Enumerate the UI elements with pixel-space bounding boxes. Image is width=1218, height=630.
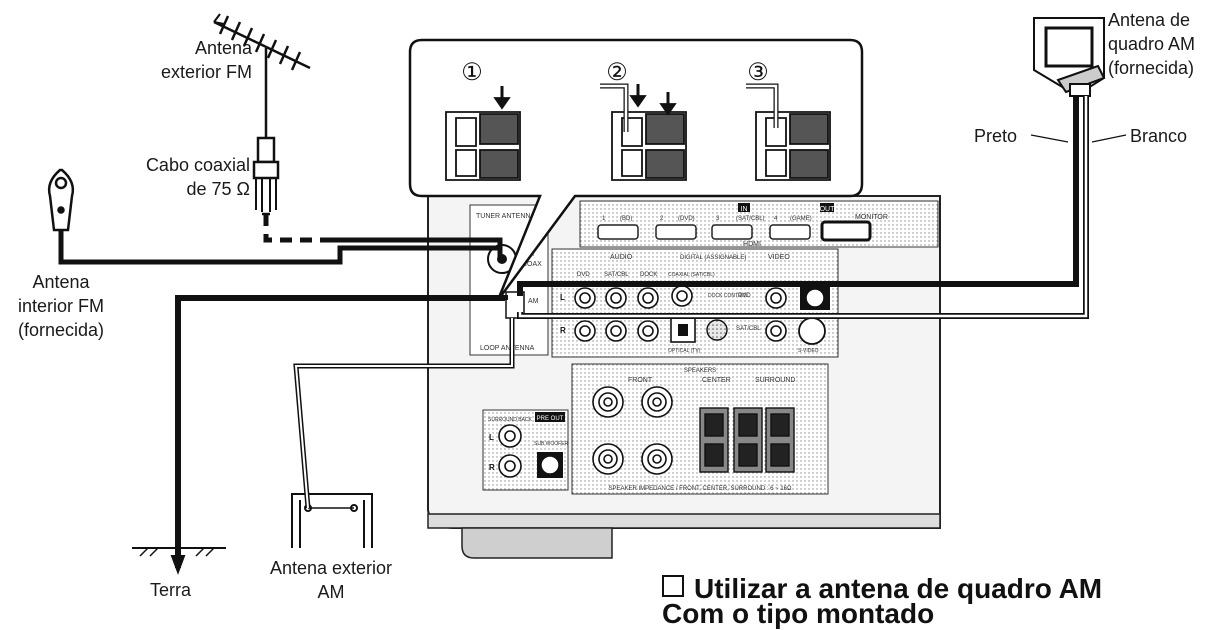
svg-text:SPEAKER IMPEDANCE / FRONT, CEN: SPEAKER IMPEDANCE / FRONT, CENTER, SURRO…	[608, 486, 792, 492]
receiver-rear-panel: IN OUT MONITOR 1 (BD) 2 (DVD) 3 (SAT/CBL…	[427, 195, 941, 559]
coax-cable-dashed	[263, 214, 330, 243]
svg-text:COAXIAL (SAT/CBL): COAXIAL (SAT/CBL)	[668, 272, 715, 278]
white-label-line	[1091, 134, 1127, 143]
svg-text:1: 1	[602, 216, 606, 222]
section-subheading: Com o tipo montado	[662, 598, 935, 629]
svg-text:PRE OUT: PRE OUT	[537, 416, 564, 422]
am-outdoor-antenna	[291, 318, 515, 548]
svg-text:IN: IN	[741, 206, 748, 213]
svg-text:HDMI: HDMI	[743, 241, 761, 248]
step-3-terminal	[746, 83, 831, 181]
svg-text:OUT: OUT	[820, 206, 836, 213]
svg-text:DVD: DVD	[738, 293, 751, 299]
svg-text:LOOP ANTENNA: LOOP ANTENNA	[480, 345, 535, 352]
hdmi-port-1	[597, 224, 639, 240]
diagram-canvas: IN OUT MONITOR 1 (BD) 2 (DVD) 3 (SAT/CBL…	[47, 13, 1127, 575]
svg-text:AUDIO: AUDIO	[610, 254, 633, 261]
front-speaker-terminals	[592, 386, 673, 475]
svg-text:DOCK CONTROL: DOCK CONTROL	[708, 293, 749, 299]
svg-text:CENTER: CENTER	[702, 377, 731, 384]
fm-outdoor-antenna	[213, 13, 311, 216]
svg-text:L: L	[489, 433, 494, 442]
am-loop-label: Antena de quadro AM (fornecida)	[1108, 10, 1196, 78]
section-heading: Utilizar a antena de quadro AM	[662, 572, 1102, 606]
svg-text:4: 4	[774, 216, 778, 222]
svg-text:SURROUND BACK: SURROUND BACK	[488, 417, 533, 423]
step-1-terminal	[445, 86, 521, 181]
fm-outdoor-label: Antena exterior FM	[160, 38, 252, 82]
svg-text:AM: AM	[528, 298, 539, 305]
svg-text:VIDEO: VIDEO	[768, 254, 790, 261]
white-wire	[518, 96, 1088, 318]
svg-text:SURROUND: SURROUND	[755, 377, 795, 384]
ground-label: Terra	[150, 580, 192, 600]
black-wire	[517, 96, 1079, 296]
svg-text:L: L	[560, 293, 565, 302]
svg-text:(GAME): (GAME)	[790, 216, 812, 222]
center-surround-terminals	[699, 407, 795, 473]
svg-text:DIGITAL (ASSIGNABLE): DIGITAL (ASSIGNABLE)	[680, 255, 746, 261]
fm-indoor-antenna	[47, 168, 500, 265]
coax-cable-label: Cabo coaxial de 75 Ω	[145, 155, 250, 199]
hdmi-port-2	[655, 224, 697, 240]
svg-text:SAT/CBL: SAT/CBL	[736, 326, 761, 332]
step-3-number: ③	[747, 59, 769, 86]
svg-text:SPEAKERS: SPEAKERS	[684, 368, 716, 374]
svg-text:OPTICAL (TV): OPTICAL (TV)	[668, 348, 701, 354]
fm-indoor-label: Antena interior FM (fornecida)	[17, 272, 105, 340]
am-terminal	[505, 291, 525, 319]
am-loop-antenna	[1033, 17, 1106, 97]
step-2-terminal	[600, 83, 687, 181]
s-video-jack	[798, 317, 826, 345]
svg-text:(BD): (BD)	[620, 216, 632, 222]
black-wire-label: Preto	[974, 126, 1018, 146]
am-outdoor-label: Antena exterior AM	[269, 558, 393, 602]
ground-symbol	[132, 547, 226, 575]
svg-text:SUB WOOFER: SUB WOOFER	[534, 441, 569, 447]
step-callout: ① ② ③	[408, 38, 864, 301]
svg-text:3: 3	[716, 216, 720, 222]
hdmi-port-3	[711, 224, 753, 240]
svg-text:DOCK: DOCK	[640, 272, 657, 278]
connection-diagram: IN OUT MONITOR 1 (BD) 2 (DVD) 3 (SAT/CBL…	[17, 10, 1196, 629]
svg-text:DVD: DVD	[577, 272, 590, 278]
svg-text:COAX: COAX	[522, 261, 542, 268]
hdmi-port-4	[769, 224, 811, 240]
receiver-foot	[461, 527, 613, 559]
svg-text:MONITOR: MONITOR	[855, 214, 888, 221]
rca-jacks	[574, 285, 787, 342]
svg-text:(SAT/CBL): (SAT/CBL)	[736, 216, 765, 222]
dock-control-jack	[706, 319, 728, 341]
white-wire-label: Branco	[1130, 126, 1188, 146]
svg-text:R: R	[489, 463, 495, 472]
svg-text:TUNER ANTENNA: TUNER ANTENNA	[476, 213, 535, 220]
svg-text:R: R	[560, 326, 566, 335]
step-1-number: ①	[461, 59, 483, 86]
black-label-line	[1030, 134, 1069, 143]
svg-text:SAT/CBL: SAT/CBL	[604, 272, 629, 278]
svg-text:2: 2	[660, 216, 664, 222]
svg-text:(DVD): (DVD)	[678, 216, 695, 222]
hdmi-in-badge	[738, 203, 750, 212]
step-2-number: ②	[606, 59, 628, 86]
svg-text:S-VIDEO: S-VIDEO	[798, 348, 819, 354]
hdmi-monitor-out	[820, 220, 872, 242]
checkbox-square-icon	[662, 575, 684, 597]
coax-cable	[330, 237, 503, 259]
svg-text:FRONT: FRONT	[628, 377, 653, 384]
ground-wire	[175, 295, 508, 568]
